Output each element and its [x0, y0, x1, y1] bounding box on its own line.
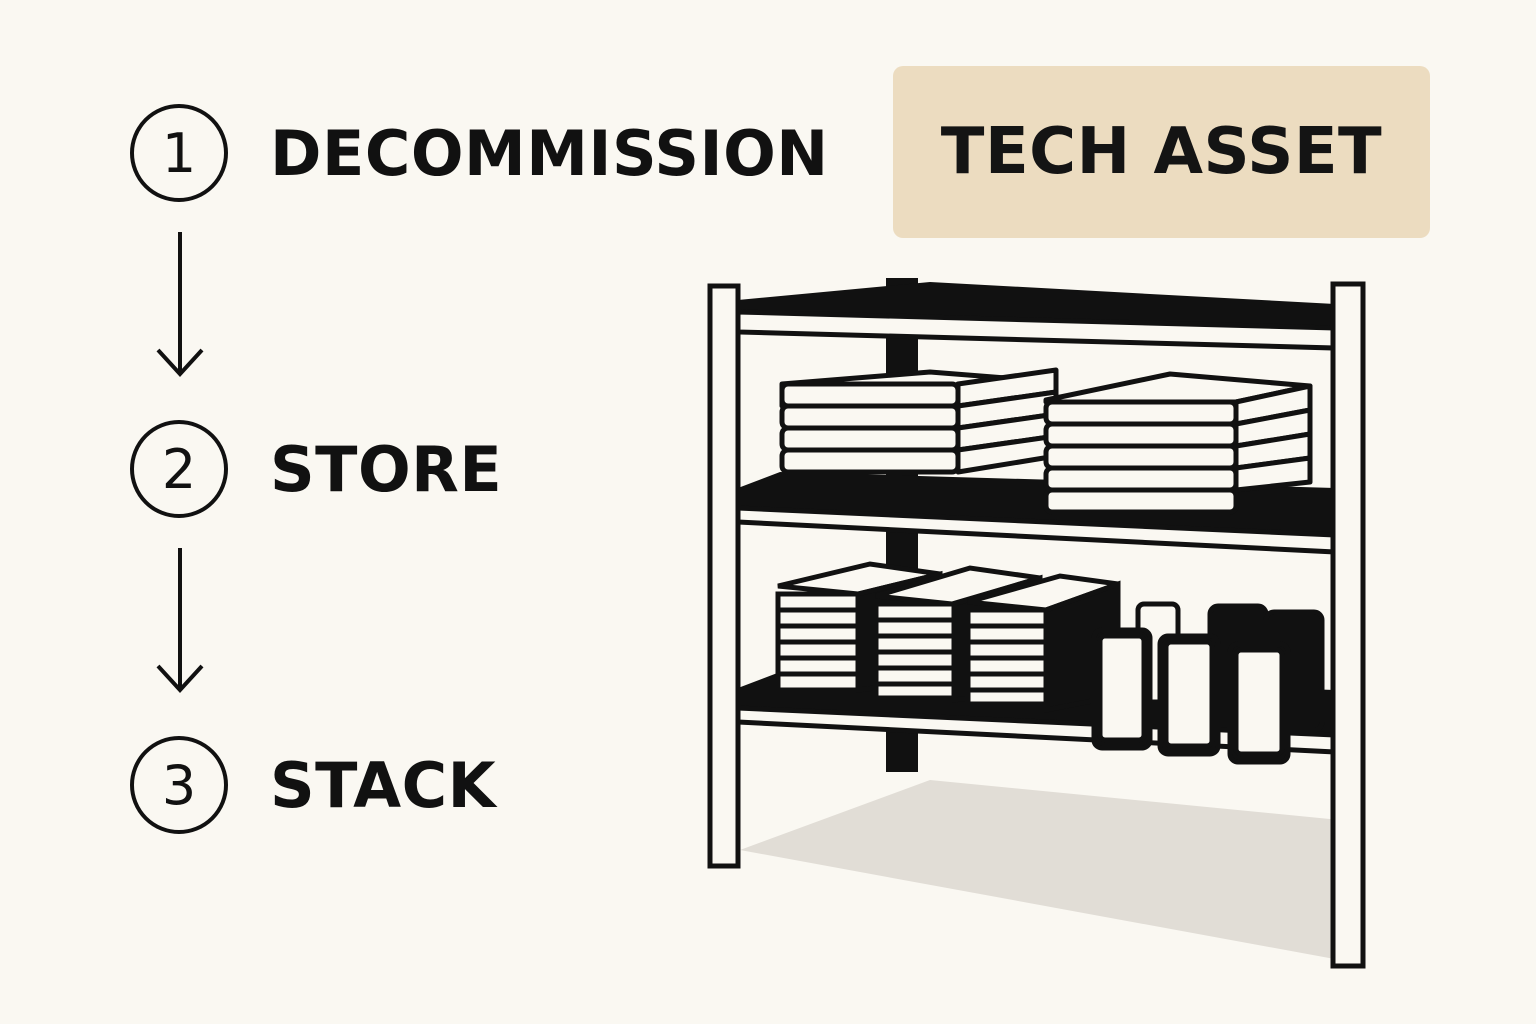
- laptop-stack-icon: [1043, 371, 1313, 515]
- top-shelf: [738, 282, 1335, 328]
- step-label: STORE: [270, 432, 503, 506]
- step-number-circle: 2: [130, 420, 228, 518]
- storage-shelf-icon: [707, 278, 1366, 969]
- step-decommission: 1 DECOMMISSION: [130, 104, 829, 202]
- step-number-circle: 1: [130, 104, 228, 202]
- down-arrow-icon: [156, 548, 204, 693]
- step-number-circle: 3: [130, 736, 228, 834]
- step-label: DECOMMISSION: [270, 116, 829, 190]
- laptop-stack-icon: [779, 367, 1059, 475]
- tech-asset-title: TECH ASSET: [940, 115, 1383, 189]
- floor-shadow: [740, 780, 1340, 960]
- down-arrow-icon: [156, 232, 204, 377]
- front-left-post: [707, 283, 741, 869]
- tech-asset-badge: TECH ASSET: [893, 66, 1430, 238]
- step-store: 2 STORE: [130, 420, 502, 518]
- step-label: STACK: [270, 748, 497, 822]
- front-right-post: [1330, 281, 1366, 969]
- step-stack: 3 STACK: [130, 736, 496, 834]
- phone-icon: [1091, 601, 1325, 765]
